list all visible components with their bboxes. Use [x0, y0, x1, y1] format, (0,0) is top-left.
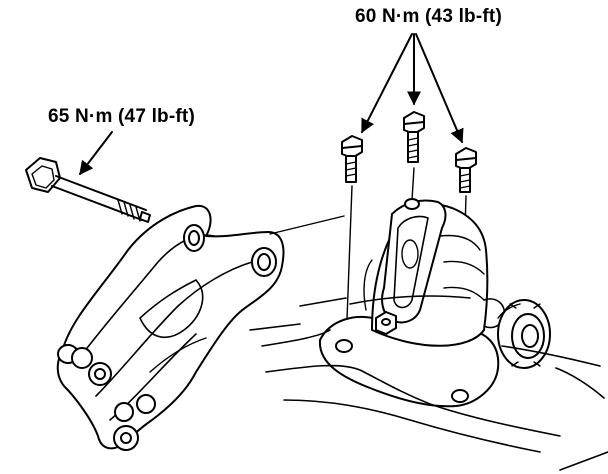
engine-mount: [318, 198, 506, 408]
mount-bolts-torque-label: 60 N·m (43 lb-ft): [355, 6, 502, 27]
vehicle-frame-lines: [249, 295, 608, 471]
mount-bolt-center: [403, 111, 425, 163]
through-bolt-torque-label: 65 N·m (47 lb-ft): [48, 106, 195, 127]
through-bolt: [25, 157, 151, 223]
torque-leader-arrows: [79, 33, 464, 176]
drive-flange: [497, 299, 551, 369]
mount-bolt-left: [341, 135, 363, 183]
mount-bolt-right: [455, 147, 477, 193]
swing-arm-bracket: [56, 204, 285, 451]
